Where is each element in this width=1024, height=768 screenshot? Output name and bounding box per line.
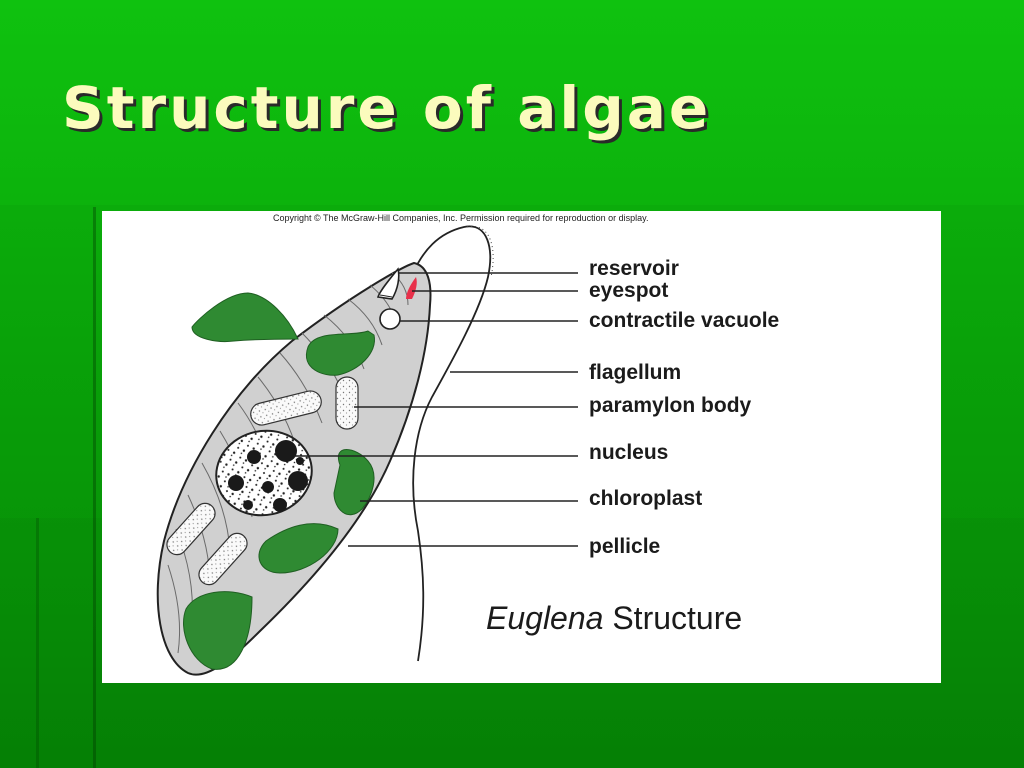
label-paramylon-body: paramylon body <box>589 394 752 417</box>
caption-genus: Euglena <box>486 600 604 636</box>
contractile-vacuole-shape <box>379 308 401 330</box>
eyespot-shape <box>406 277 417 299</box>
euglena-diagram: Copyright © The McGraw-Hill Companies, I… <box>102 211 941 683</box>
decor-line-left <box>93 207 96 768</box>
slide-title: Structure of algae <box>62 74 712 142</box>
label-reservoir: reservoir <box>589 257 679 280</box>
flagellum <box>412 225 492 662</box>
chloroplasts <box>183 292 375 670</box>
label-contractile-vacuole: contractile vacuole <box>589 309 780 332</box>
label-pellicle: pellicle <box>589 535 661 558</box>
leader-lines <box>294 272 578 547</box>
euglena-illustration <box>156 225 578 676</box>
copyright-notice: Copyright © The McGraw-Hill Companies, I… <box>273 213 649 223</box>
figure-caption: Euglena Structure <box>486 602 742 634</box>
label-eyespot: eyespot <box>589 279 669 302</box>
label-chloroplast: chloroplast <box>589 487 703 510</box>
nucleus-shape <box>215 429 313 517</box>
caption-rest: Structure <box>603 600 743 636</box>
decor-line-far-left <box>36 518 39 768</box>
paramylon-bodies <box>166 376 359 586</box>
label-nucleus: nucleus <box>589 441 669 464</box>
reservoir-shape <box>376 267 400 300</box>
label-flagellum: flagellum <box>589 361 682 384</box>
